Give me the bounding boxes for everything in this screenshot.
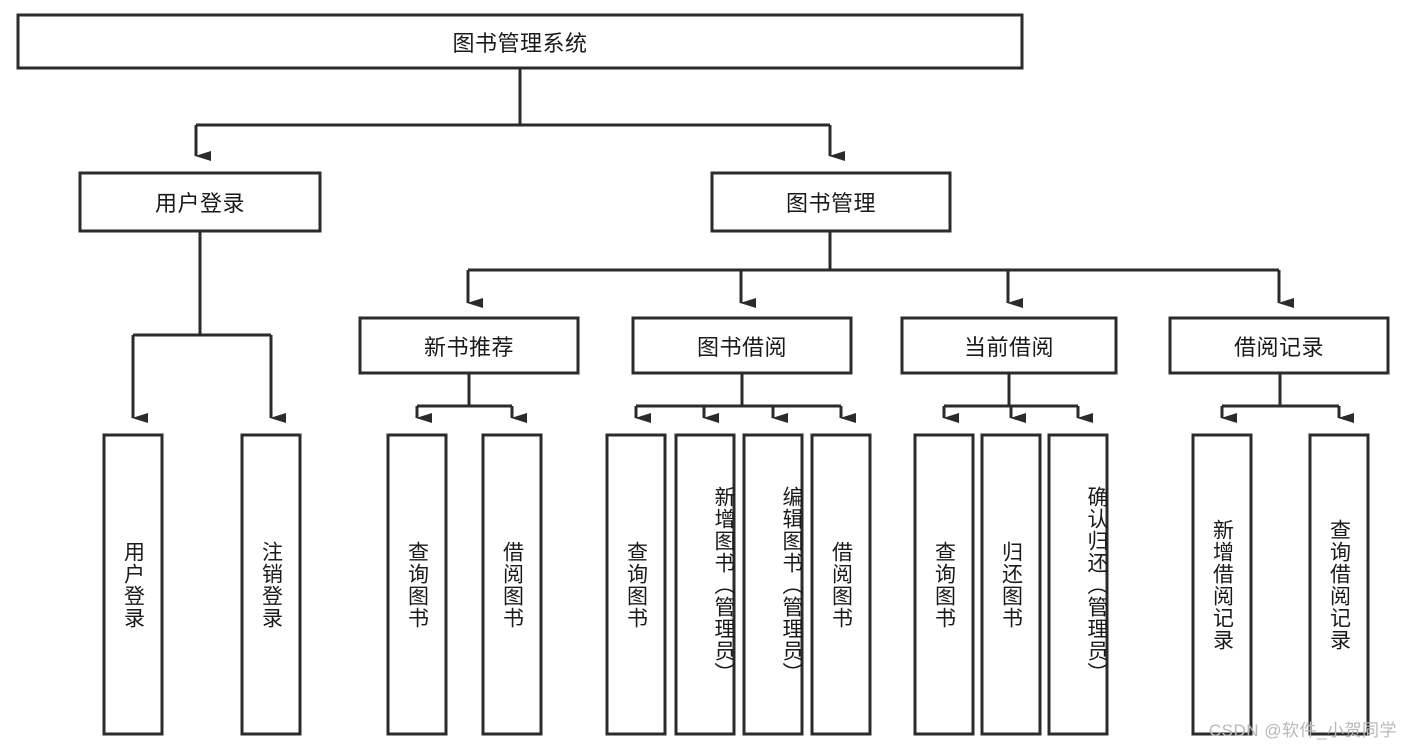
csdn-watermark: CSDN @软件_小贺同学 [1208,721,1397,740]
leaf-logout-login-box[interactable] [240,433,302,736]
node-root-box[interactable] [16,13,1024,70]
leaf-query-book-2-box[interactable] [605,433,667,736]
node-book-borrow-box[interactable] [631,316,853,375]
leaf-return-book-box[interactable] [980,433,1042,736]
node-current-borrow-box[interactable] [900,316,1118,375]
leaf-borrow-book-1-box[interactable] [481,433,543,736]
leaf-user-login-box[interactable] [102,433,164,736]
leaf-confirm-return-box[interactable] [1047,433,1109,736]
leaf-query-book-1-box[interactable] [386,433,448,736]
node-user-login-box[interactable] [78,171,322,233]
leaf-query-record-box[interactable] [1308,433,1370,736]
node-new-book-recommend-box[interactable] [358,316,580,375]
leaf-edit-book-box[interactable] [742,433,804,736]
leaf-query-book-3-box[interactable] [913,433,975,736]
leaf-add-book-box[interactable] [674,433,736,736]
leaf-add-record-box[interactable] [1191,433,1253,736]
node-book-manage-box[interactable] [710,171,952,233]
node-borrow-record-box[interactable] [1168,316,1390,375]
leaf-borrow-book-2-box[interactable] [810,433,872,736]
